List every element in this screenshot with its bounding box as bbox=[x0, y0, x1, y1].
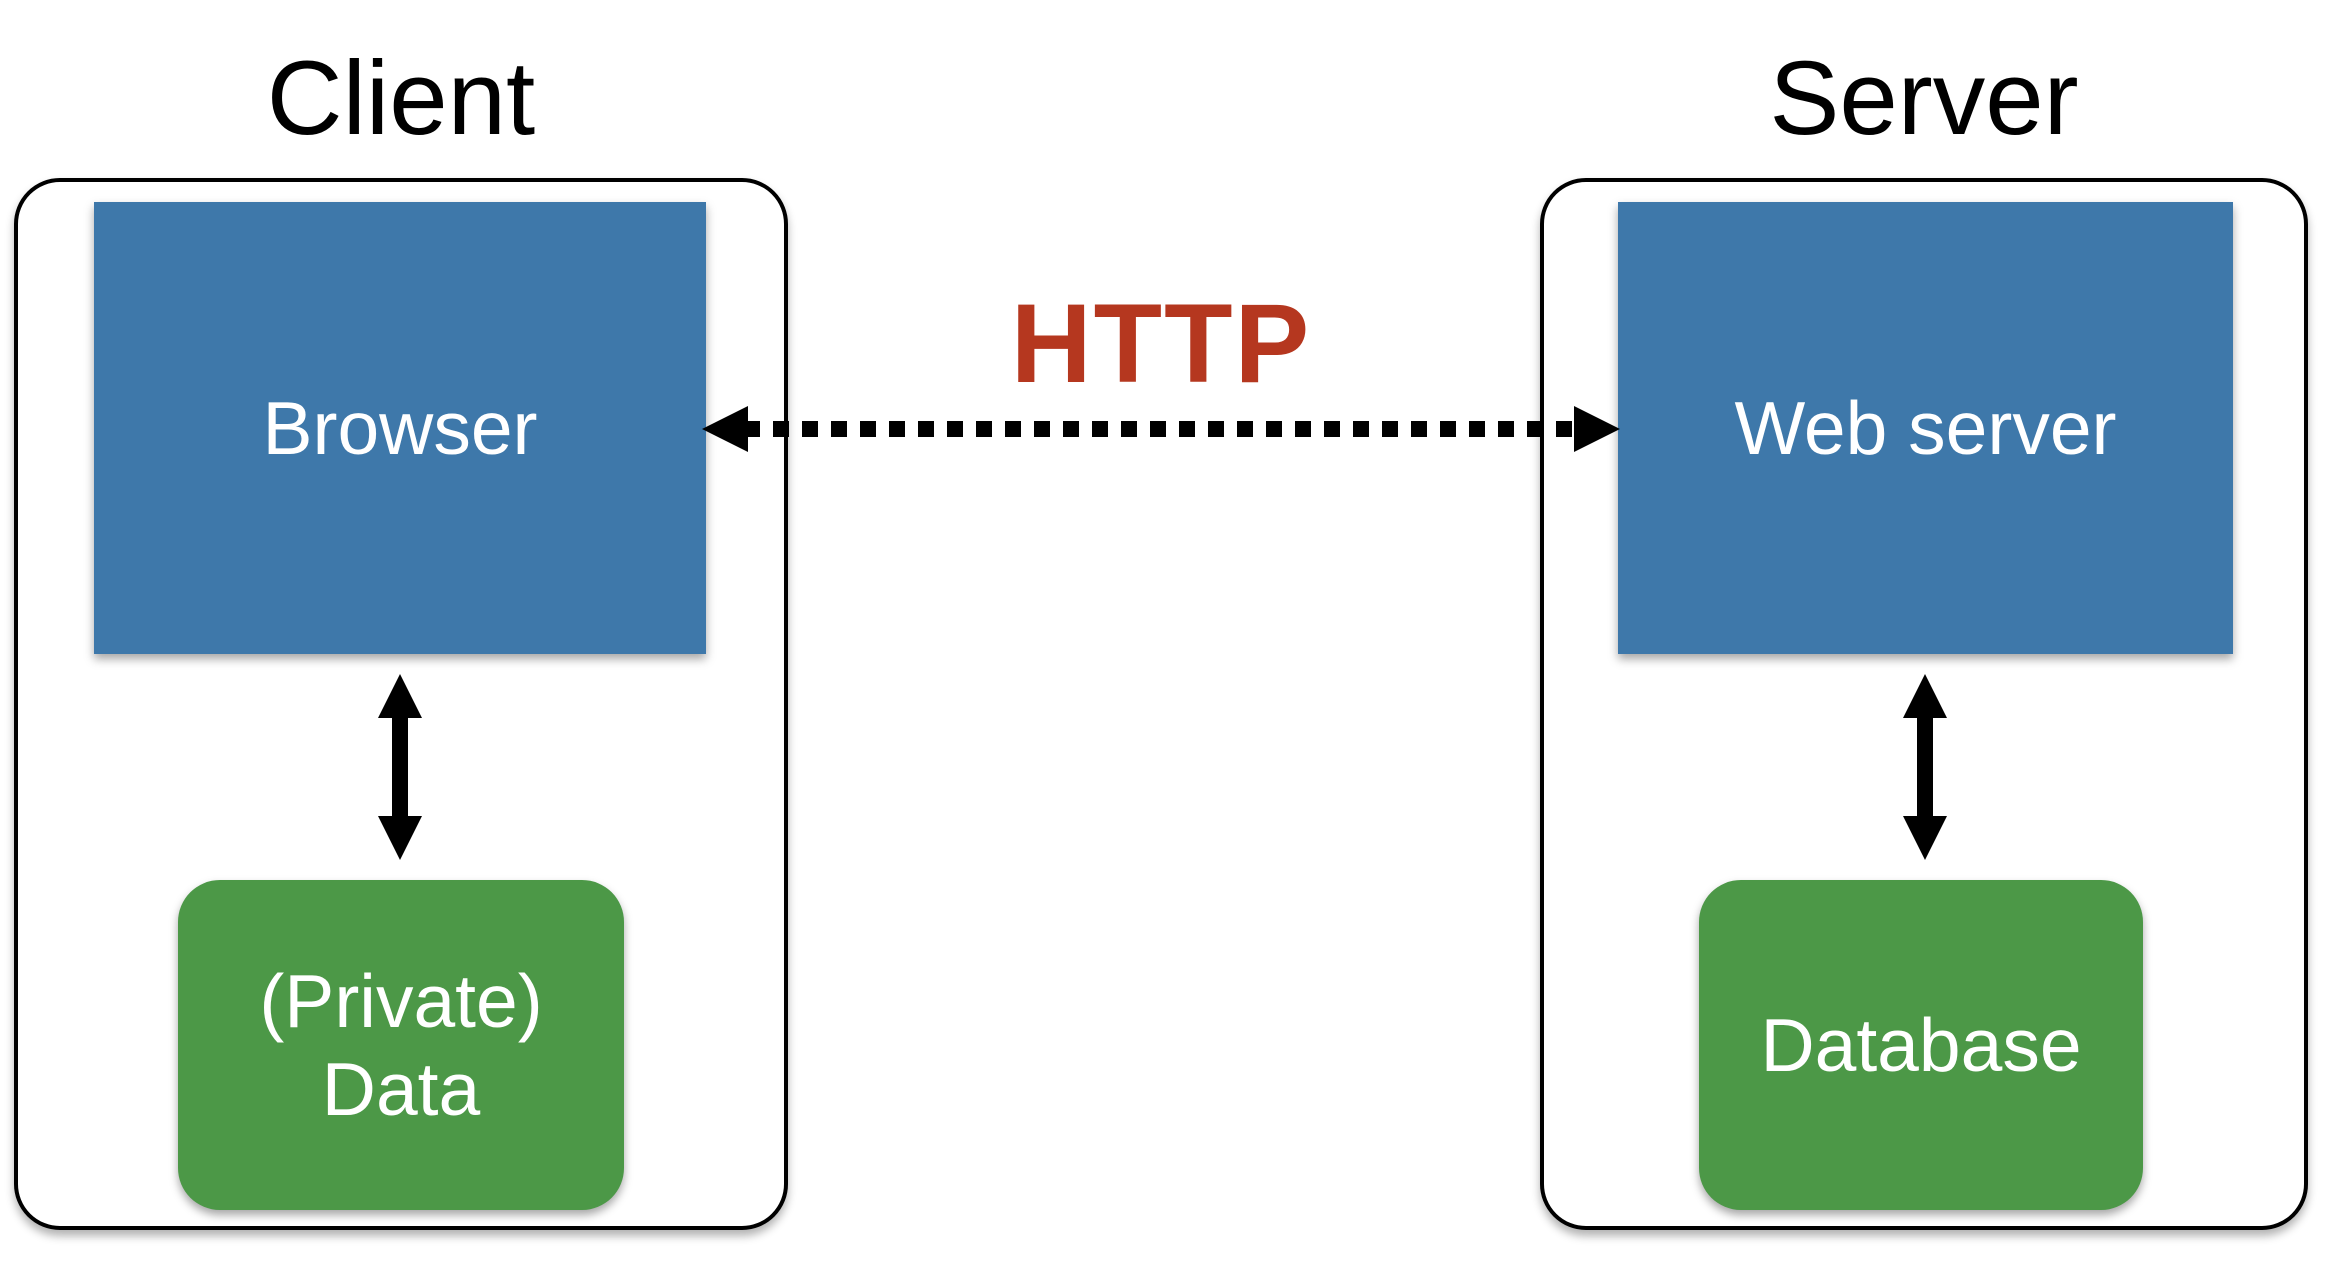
client-arrowhead-top-icon bbox=[378, 674, 422, 718]
http-arrowhead-left-icon bbox=[702, 406, 748, 452]
server-arrowhead-bottom-icon bbox=[1903, 816, 1947, 860]
client-arrowhead-bottom-icon bbox=[378, 816, 422, 860]
private-data-label-line1: (Private) bbox=[259, 958, 543, 1043]
http-protocol-label: HTTP bbox=[1010, 281, 1312, 406]
private-data-box: (Private) Data bbox=[178, 880, 624, 1210]
private-data-label-line2: Data bbox=[321, 1047, 481, 1131]
browser-data-double-arrow-icon bbox=[378, 674, 422, 860]
browser-label: Browser bbox=[262, 385, 538, 470]
webserver-label: Web server bbox=[1734, 385, 2117, 470]
database-box: Database bbox=[1699, 880, 2143, 1210]
server-title: Server bbox=[1769, 40, 2079, 157]
http-arrowhead-right-icon bbox=[1574, 406, 1620, 452]
server-arrowhead-top-icon bbox=[1903, 674, 1947, 718]
webserver-database-double-arrow-icon bbox=[1903, 674, 1947, 860]
browser-box: Browser bbox=[94, 202, 706, 654]
http-double-arrow-icon bbox=[702, 406, 1620, 452]
webserver-box: Web server bbox=[1618, 202, 2233, 654]
client-title: Client bbox=[266, 40, 536, 157]
database-label: Database bbox=[1760, 1002, 2082, 1087]
